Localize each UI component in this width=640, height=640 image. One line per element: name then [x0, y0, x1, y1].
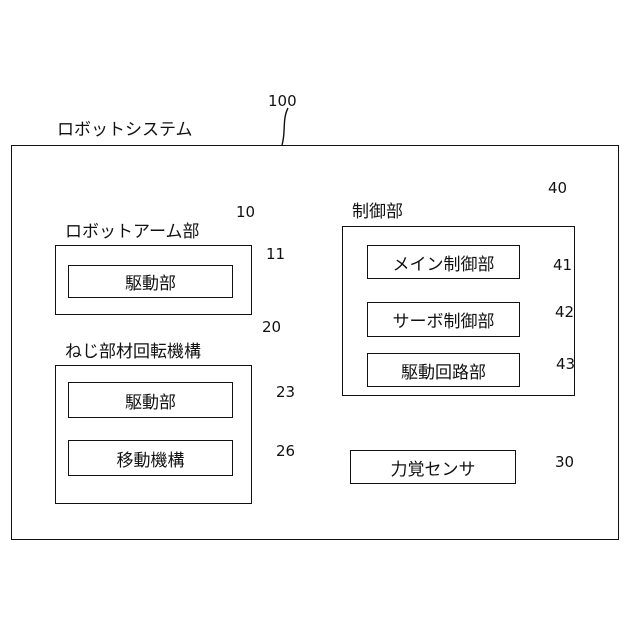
control-servo-label: サーボ制御部: [393, 307, 495, 332]
sensor-label: 力覚センサ: [391, 455, 476, 480]
control-circuit-label: 駆動回路部: [401, 358, 486, 383]
screw-title: ねじ部材回転機構: [65, 342, 201, 362]
control-ref: 40: [548, 179, 567, 197]
screw-move-ref: 26: [276, 442, 295, 460]
system-title: ロボットシステム: [57, 120, 193, 140]
control-main-ref: 41: [553, 256, 572, 274]
robot-arm-title: ロボットアーム部: [65, 222, 199, 242]
leader-100: [282, 108, 288, 145]
control-servo-ref: 42: [555, 303, 574, 321]
screw-move-label: 移動機構: [117, 446, 185, 471]
screw-drive-label: 駆動部: [125, 388, 176, 413]
control-circuit-ref: 43: [556, 355, 575, 373]
control-servo-box: サーボ制御部: [367, 302, 520, 337]
control-main-box: メイン制御部: [367, 245, 520, 279]
sensor-ref: 30: [555, 453, 574, 471]
sensor-box: 力覚センサ: [350, 450, 516, 484]
screw-move-box: 移動機構: [68, 440, 233, 476]
system-ref: 100: [268, 92, 297, 110]
robot-arm-drive-box: 駆動部: [68, 265, 233, 298]
control-circuit-box: 駆動回路部: [367, 353, 520, 387]
control-main-label: メイン制御部: [393, 250, 495, 275]
robot-arm-ref: 10: [236, 203, 255, 221]
screw-drive-ref: 23: [276, 383, 295, 401]
screw-ref: 20: [262, 318, 281, 336]
control-title: 制御部: [352, 202, 403, 222]
robot-arm-drive-ref: 11: [266, 245, 285, 263]
robot-arm-drive-label: 駆動部: [125, 269, 176, 294]
screw-drive-box: 駆動部: [68, 382, 233, 418]
